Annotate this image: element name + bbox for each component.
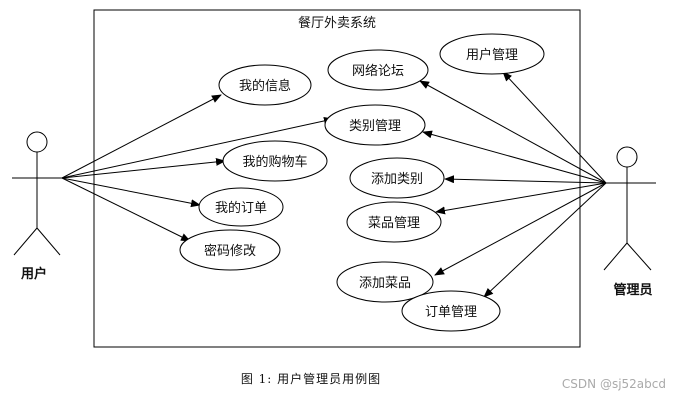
assoc-admin-dish-mgmt bbox=[435, 182, 607, 215]
use-case-password-change: 密码修改 bbox=[179, 229, 281, 271]
assoc-user-my-info bbox=[61, 94, 222, 179]
use-case-my-cart: 我的购物车 bbox=[222, 140, 328, 182]
assoc-admin-user-mgmt bbox=[502, 71, 607, 184]
system-boundary bbox=[93, 9, 581, 348]
user-associations bbox=[61, 94, 334, 242]
assoc-admin-order-mgmt bbox=[483, 182, 607, 298]
use-case-my-cart-label: 我的购物车 bbox=[242, 154, 307, 170]
use-case-my-orders: 我的订单 bbox=[198, 187, 284, 227]
assoc-user-password-change bbox=[61, 177, 191, 242]
figure-caption: 图 1: 用户管理员用例图 bbox=[241, 371, 381, 386]
use-case-forum-label: 网络论坛 bbox=[352, 63, 404, 79]
use-case-my-info-label: 我的信息 bbox=[239, 78, 291, 94]
use-case-add-dish-label: 添加菜品 bbox=[359, 276, 411, 291]
admin-actor-head bbox=[616, 146, 638, 168]
assoc-admin-category-mgmt bbox=[422, 130, 607, 184]
use-case-add-dish: 添加菜品 bbox=[336, 261, 434, 303]
use-case-user-mgmt-label: 用户管理 bbox=[466, 47, 518, 63]
assoc-admin-add-category bbox=[444, 175, 607, 184]
assoc-admin-forum bbox=[419, 80, 607, 184]
use-case-add-category-label: 添加类别 bbox=[371, 172, 423, 187]
watermark: CSDN @sj52abcd bbox=[562, 377, 666, 391]
use-case-add-category: 添加类别 bbox=[349, 157, 445, 199]
admin-associations bbox=[419, 71, 607, 298]
use-case-user-mgmt: 用户管理 bbox=[439, 33, 545, 75]
system-title: 餐厅外卖系统 bbox=[298, 15, 376, 31]
assoc-admin-add-dish bbox=[434, 182, 607, 276]
use-case-dish-mgmt: 菜品管理 bbox=[346, 201, 442, 243]
use-case-dish-mgmt-label: 菜品管理 bbox=[368, 216, 420, 231]
use-case-category-mgmt-label: 类别管理 bbox=[349, 119, 401, 134]
assoc-user-my-orders bbox=[61, 177, 201, 208]
user-actor-head bbox=[26, 131, 48, 153]
use-case-category-mgmt: 类别管理 bbox=[324, 104, 426, 146]
use-case-order-mgmt-label: 订单管理 bbox=[425, 305, 477, 320]
use-case-my-orders-label: 我的订单 bbox=[215, 200, 267, 216]
user-actor-label: 用户 bbox=[20, 266, 47, 282]
user-actor bbox=[12, 131, 62, 256]
admin-actor-label: 管理员 bbox=[613, 282, 652, 298]
admin-actor bbox=[600, 146, 656, 271]
use-case-password-change-label: 密码修改 bbox=[204, 243, 256, 259]
use-case-order-mgmt: 订单管理 bbox=[401, 290, 501, 332]
assoc-user-my-cart bbox=[61, 157, 226, 179]
use-case-forum: 网络论坛 bbox=[327, 49, 429, 91]
use-case-my-info: 我的信息 bbox=[218, 64, 312, 106]
assoc-user-category-mgmt bbox=[61, 117, 334, 179]
